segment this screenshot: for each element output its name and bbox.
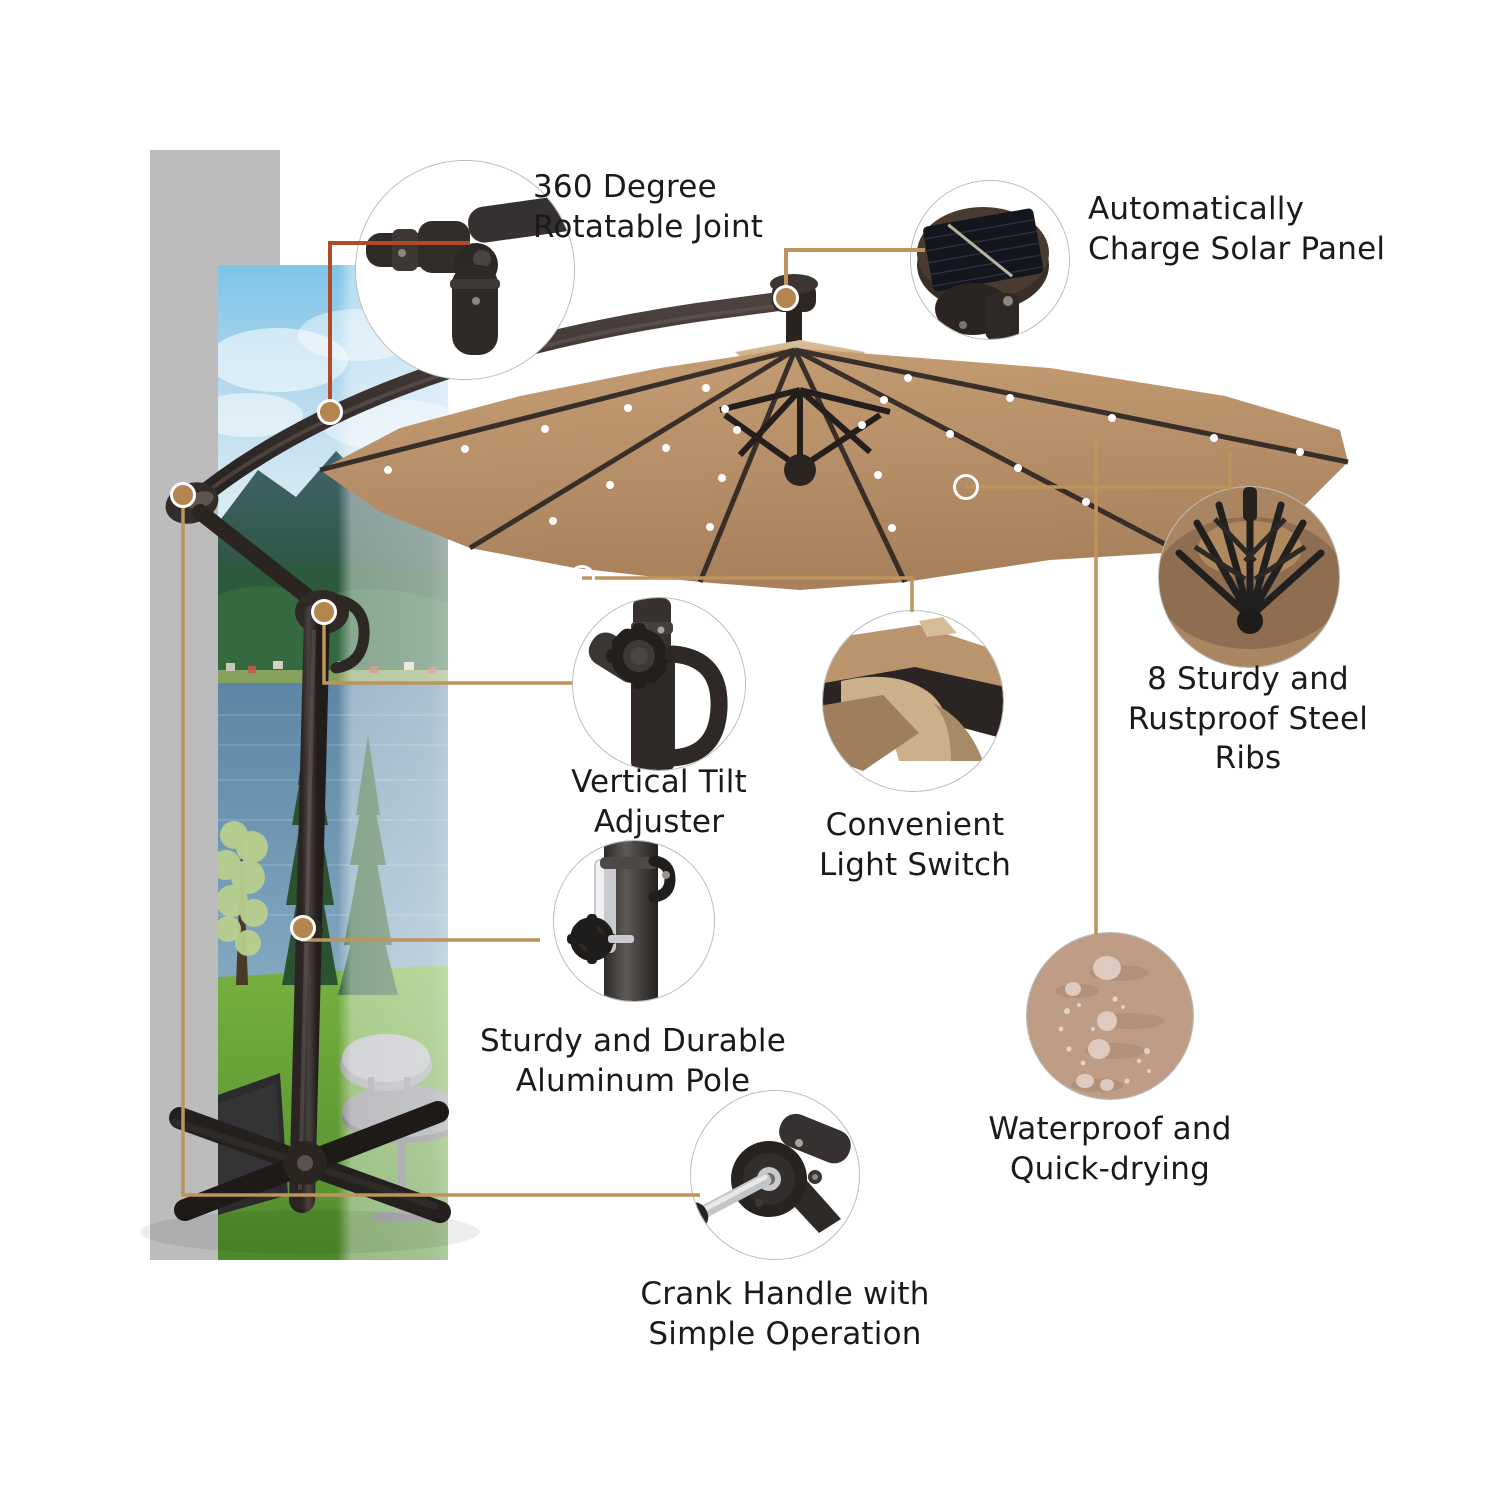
marker-light-switch	[569, 565, 595, 591]
aluminum-pole-closeup	[553, 840, 715, 1002]
crank-handle-closeup	[690, 1090, 860, 1260]
marker-aluminum-pole	[290, 915, 316, 941]
steel-ribs-closeup	[1158, 486, 1340, 668]
marker-steel-ribs	[953, 474, 979, 500]
label-aluminum-pole: Sturdy and Durable Aluminum Pole	[480, 1023, 786, 1099]
label-steel-ribs: 8 Sturdy and Rustproof Steel Ribs	[1127, 661, 1369, 777]
label-solar-panel: Automatically Charge Solar Panel	[1088, 191, 1386, 267]
label-rotatable-joint: 360 Degree Rotatable Joint	[533, 169, 764, 245]
light-switch-closeup	[822, 610, 1004, 792]
label-waterproof: Waterproof and Quick-drying	[988, 1111, 1232, 1187]
marker-rotatable-joint	[317, 399, 343, 425]
marker-solar-panel	[773, 285, 799, 311]
solar-panel-closeup	[910, 180, 1070, 340]
label-crank-handle: Crank Handle with Simple Operation	[640, 1276, 930, 1352]
label-vertical-tilt: Vertical Tilt Adjuster	[571, 764, 747, 840]
marker-crank-handle	[170, 482, 196, 508]
waterproof-fabric-closeup	[1026, 932, 1194, 1100]
marker-vertical-tilt	[311, 599, 337, 625]
label-light-switch: Convenient Light Switch	[818, 807, 1012, 883]
vertical-tilt-closeup	[572, 597, 746, 771]
